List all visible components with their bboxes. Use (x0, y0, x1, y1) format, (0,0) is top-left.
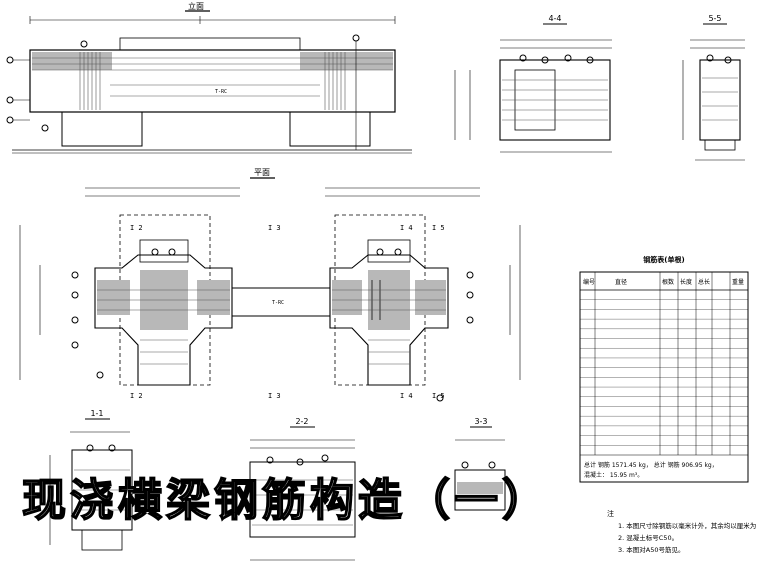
plan-section-mark-2-bottom: I 2 (130, 392, 143, 400)
section-5-5-title: 5-5 (708, 14, 721, 23)
elevation-title: 立面 (188, 1, 204, 11)
plan-center-label: T-RC (272, 300, 284, 306)
section-3-3-view: 3-3 (454, 417, 506, 511)
note-1: 1. 本图尺寸除钢筋以毫米计外，其余均以厘米为 (618, 521, 756, 530)
plan-section-mark-5-top: I 5 (432, 224, 445, 232)
plan-section-mark-3-top: I 3 (268, 224, 281, 232)
section-4-4-view: 4-4 (454, 14, 612, 153)
plan-section-mark-4-top: I 4 (400, 224, 413, 232)
rebar-table-header-weight: 重量 (732, 278, 744, 286)
section-2-2-view: 2-2 (249, 417, 356, 561)
plan-title: 平面 (254, 168, 270, 177)
section-1-1-view: 1-1 (49, 409, 133, 551)
section-1-1-title: 1-1 (90, 409, 103, 418)
elevation-center-label: T-RC (215, 89, 227, 95)
plan-section-mark-4-bottom: I 4 (400, 392, 413, 400)
rebar-table-header-diameter: 直径 (615, 278, 627, 286)
rebar-table-header-id: 编号 (583, 278, 595, 286)
rebar-table: 钢筋表(单根) 编号 直径 根数 长度 总长 重量 总计 钢筋 1571.45 … (579, 255, 749, 483)
rebar-table-title: 钢筋表(单根) (643, 255, 684, 264)
notes-block: 注 1. 本图尺寸除钢筋以毫米计外，其余均以厘米为 2. 混凝土标号C50。 3… (607, 509, 756, 554)
plan-section-mark-5-bottom: I 5 (432, 392, 445, 400)
rebar-table-summary-1: 总计 钢筋 1571.45 kg， 总计 钢筋 906.95 kg， (584, 461, 718, 469)
note-3: 3. 本图对A50号筋见。 (618, 545, 685, 554)
plan-section-mark-3-bottom: I 3 (268, 392, 281, 400)
rebar-table-summary-2: 混凝土： 15.95 m³。 (584, 471, 643, 479)
plan-section-mark-2-top: I 2 (130, 224, 143, 232)
section-3-3-title: 3-3 (474, 417, 487, 426)
rebar-table-header-total: 总长 (698, 278, 710, 286)
drawing-title: 现浇横梁钢筋构造（一） (22, 475, 550, 526)
section-2-2-title: 2-2 (295, 417, 308, 426)
elevation-view: 立面 T-RC (6, 1, 412, 154)
section-5-5-view: 5-5 (682, 14, 745, 161)
section-4-4-title: 4-4 (548, 14, 561, 23)
notes-heading: 注 (607, 509, 614, 518)
note-2: 2. 混凝土标号C50。 (618, 533, 678, 542)
rebar-table-header-count: 根数 (662, 278, 674, 286)
rebar-table-header-length: 长度 (680, 278, 692, 286)
plan-view: 平面 T-RC (19, 168, 521, 402)
